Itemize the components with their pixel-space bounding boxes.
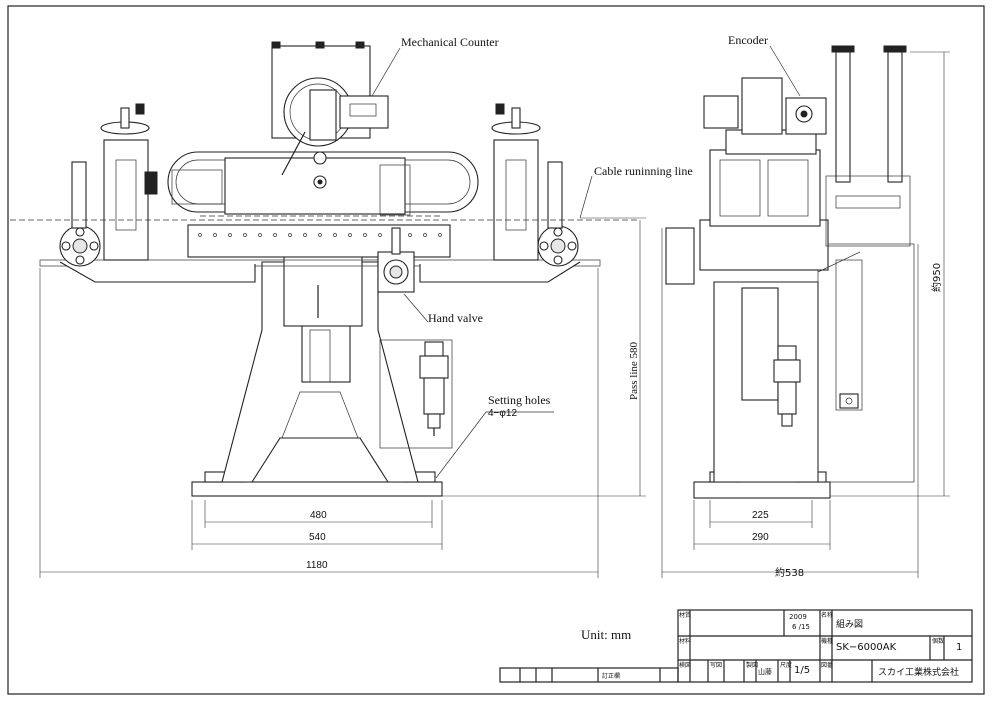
pass-line-value: 580	[628, 341, 640, 359]
side-dimensions	[661, 51, 950, 578]
side-cylinder-right	[887, 51, 903, 183]
tb-draw-label: 製図	[746, 662, 759, 669]
sheet-border	[7, 5, 985, 695]
tb-spec-label: 機種	[821, 638, 834, 645]
side-air-filter	[773, 345, 801, 427]
front-base-plate	[191, 481, 443, 497]
dim-front-480: 480	[310, 510, 327, 521]
setting-holes-spec: 4−φ12	[488, 408, 518, 419]
side-view	[665, 45, 915, 499]
tb-drafter: 山藤	[758, 668, 772, 676]
tb-material-label: 材質	[679, 612, 692, 619]
unit-label: Unit: mm	[581, 627, 632, 642]
front-right-guide-tower	[493, 139, 539, 261]
side-cylinder-left	[835, 51, 851, 183]
tb-material2-label: 材料	[679, 638, 692, 645]
front-air-filter	[419, 341, 449, 436]
tb-company: スカイ工業株式会社	[878, 668, 960, 678]
dim-side-538: 約538	[775, 568, 805, 579]
tb-revision-label: 訂正欄	[602, 673, 621, 680]
front-handwheel-left	[59, 225, 101, 267]
dim-front-1180: 1180	[306, 560, 328, 571]
height-approx-label: 約950	[932, 262, 943, 292]
front-column	[301, 319, 351, 383]
side-head-block	[699, 219, 829, 271]
dim-side-290: 290	[752, 532, 769, 543]
tb-drawing-name: 組み図	[836, 620, 864, 630]
tb-scale: 1/5	[794, 665, 811, 676]
front-handwheel-right	[537, 225, 579, 267]
hand-valve-label: Hand valve	[428, 311, 483, 325]
side-caterpillar	[709, 149, 821, 227]
setting-holes-label: Setting holes	[488, 393, 551, 407]
encoder-label: Encoder	[728, 33, 768, 47]
title-block-grid	[499, 609, 973, 683]
tb-date-md: 6 /15	[792, 623, 810, 631]
tb-check-label: 検図	[679, 662, 692, 669]
tb-date-year: 2009	[789, 613, 807, 621]
side-encoder	[785, 97, 827, 135]
cable-running-line-label: Cable runinning line	[594, 164, 693, 178]
leader-lines	[371, 45, 801, 479]
pass-line-label: Pass line 580	[628, 342, 640, 400]
pass-line-text: Pass line	[628, 361, 640, 400]
mechanical-counter-label: Mechanical Counter	[401, 35, 499, 49]
tb-copy-label: 写図	[710, 662, 723, 669]
tb-number-label: 図番	[821, 662, 834, 669]
tb-model: SK−6000AK	[836, 642, 897, 653]
front-view	[10, 41, 640, 497]
side-base-plate	[693, 481, 831, 499]
tb-count-label: 個数	[932, 638, 945, 645]
side-frame-right	[817, 243, 915, 483]
dim-side-225: 225	[752, 510, 769, 521]
tb-name-label: 名称	[821, 612, 834, 619]
front-dimensions	[39, 217, 646, 578]
tb-scale-label: 尺度	[780, 662, 793, 669]
front-left-guide-tower	[103, 139, 149, 261]
tb-count: 1	[956, 642, 963, 653]
dim-front-540: 540	[309, 532, 326, 543]
front-mechanical-counter	[339, 95, 389, 129]
